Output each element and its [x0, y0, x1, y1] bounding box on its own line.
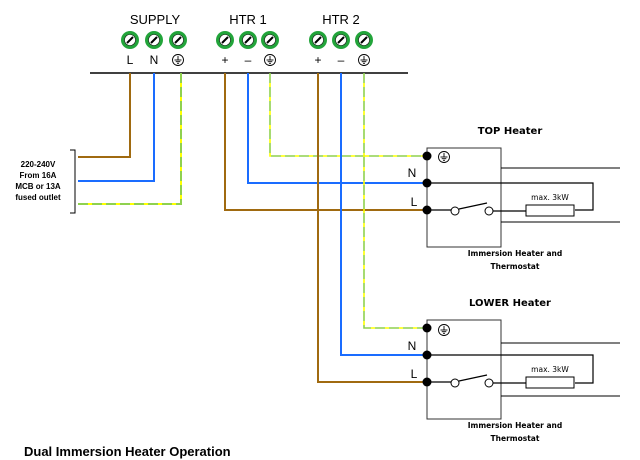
terminal-dot-neutral: [422, 178, 432, 188]
terminal-screw: [216, 31, 234, 49]
terminal-block-title-htr2: HTR 2: [322, 12, 360, 27]
supply-note-line: 220-240V: [21, 160, 56, 169]
diagram-title: Dual Immersion Heater Operation: [24, 444, 231, 459]
supply-note-line: From 16A: [20, 171, 57, 180]
terminal-screw: [145, 31, 163, 49]
supply-note-line: fused outlet: [15, 193, 61, 202]
earth-icon: [438, 151, 450, 163]
earth-icon: [358, 54, 370, 66]
supply-bracket: [70, 149, 76, 214]
earth-icon: [172, 54, 184, 66]
terminal-label-htr1-minus: –: [245, 53, 252, 67]
supply-note-line: MCB or 13A: [15, 182, 61, 191]
terminal-screw: [121, 31, 139, 49]
terminal-dot-live: [422, 205, 432, 215]
earth-stripe: [363, 73, 427, 329]
terminal-screw: [261, 31, 279, 49]
top-heater: TOP Heater N L max. 3kW Immersion Heater…: [408, 126, 620, 271]
heater-caption: Thermostat: [491, 262, 540, 271]
neutral-loop: [427, 354, 594, 384]
heater-title: TOP Heater: [478, 126, 543, 137]
thermostat-switch: [458, 202, 488, 210]
heater-title: LOWER Heater: [469, 298, 551, 309]
lower-heater: LOWER Heater N L max. 3kW Immersion Heat…: [408, 298, 620, 443]
terminal-dot-neutral: [422, 350, 432, 360]
terminal-screw: [169, 31, 187, 49]
terminal-screw: [355, 31, 373, 49]
wire-htr2-earth: [363, 73, 427, 329]
switch-contact: [484, 378, 494, 388]
heating-element: [525, 204, 575, 217]
terminal-label-htr2-plus: +: [314, 53, 321, 67]
heater-caption: Immersion Heater and: [468, 421, 563, 430]
terminal-label-neutral: N: [408, 339, 417, 353]
neutral-loop: [427, 182, 594, 211]
terminal-label-htr1-plus: +: [221, 53, 228, 67]
wire-supply-live: [78, 73, 131, 158]
terminal-label-supply-l: L: [127, 53, 134, 67]
terminal-screw: [332, 31, 350, 49]
terminal-label-supply-n: N: [150, 53, 159, 67]
element-label: max. 3kW: [531, 193, 569, 202]
wire-htr2-neutral: [340, 73, 427, 356]
terminal-label-htr2-minus: –: [338, 53, 345, 67]
terminal-screw: [309, 31, 327, 49]
terminal-dot-earth: [422, 323, 432, 333]
element-label: max. 3kW: [531, 365, 569, 374]
terminal-label-live: L: [411, 195, 418, 209]
switch-contact: [484, 206, 494, 216]
terminal-label-live: L: [411, 367, 418, 381]
thermostat-switch: [458, 374, 488, 382]
terminal-block-title-htr1: HTR 1: [229, 12, 267, 27]
earth-stripe: [269, 73, 427, 157]
heater-box: [426, 319, 502, 420]
heating-element: [525, 376, 575, 389]
wire-htr2-live: [317, 73, 427, 383]
heater-box: [426, 147, 502, 248]
terminal-block-title-supply: SUPPLY: [130, 12, 181, 27]
switch-contact: [450, 206, 460, 216]
switch-contact: [450, 378, 460, 388]
terminal-dot-earth: [422, 151, 432, 161]
earth-icon: [264, 54, 276, 66]
wire-supply-neutral: [78, 73, 155, 182]
earth-icon: [438, 324, 450, 336]
wire-htr1-earth: [269, 73, 427, 157]
terminal-label-neutral: N: [408, 166, 417, 180]
heater-caption: Thermostat: [491, 434, 540, 443]
wire-htr1-live: [224, 73, 427, 211]
wire-htr1-neutral: [247, 73, 427, 184]
wire-supply-earth: [78, 73, 182, 205]
terminal-dot-live: [422, 377, 432, 387]
terminal-screw: [239, 31, 257, 49]
heater-caption: Immersion Heater and: [468, 249, 563, 258]
